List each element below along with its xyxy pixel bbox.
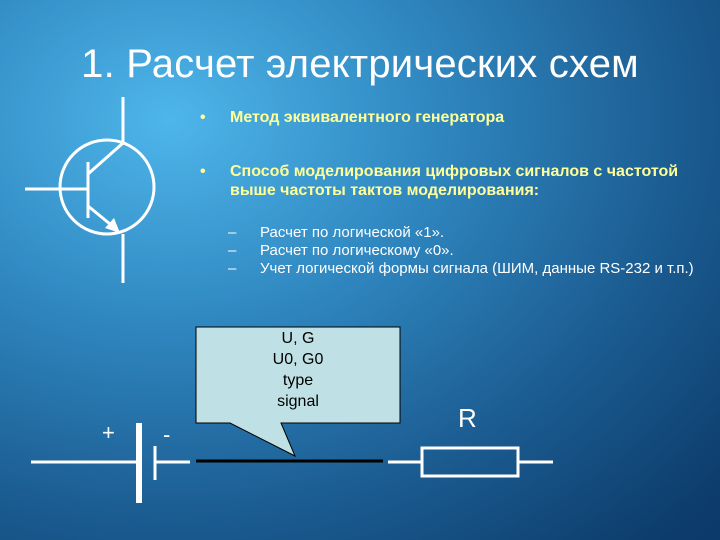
sub-bullet-marker: – [228, 260, 237, 277]
sub-bullet-text: Учет логической формы сигнала (ШИМ, данн… [260, 260, 694, 277]
bullet-item: • Способ моделирования цифровых сигналов… [200, 162, 690, 200]
bullet-marker: • [200, 109, 206, 126]
callout-text: U, G U0, G0 type signal [197, 328, 399, 412]
bullet-item: • Метод эквивалентного генератора [200, 108, 690, 127]
sub-bullet-text: Расчет по логической «1». [260, 224, 445, 241]
callout-box [195, 326, 401, 458]
callout-line: type [282, 372, 314, 389]
resistor-label: R [458, 403, 477, 433]
sub-bullet-item: – Расчет по логической «1». [228, 224, 708, 242]
bullet-marker: • [200, 163, 206, 180]
sub-bullet-marker: – [228, 242, 237, 259]
bullet-text: Способ моделирования цифровых сигналов с… [230, 163, 679, 199]
sub-bullet-item: – Расчет по логическому «0». [228, 242, 708, 260]
slide-title: 1. Расчет электрических схем [81, 42, 639, 86]
sub-bullet-marker: – [228, 224, 237, 241]
callout-line: U, G [281, 330, 315, 347]
callout-line: signal [277, 393, 319, 410]
battery-minus-label: - [163, 422, 171, 447]
resistor-icon [388, 446, 553, 478]
bullet-text: Метод эквивалентного генератора [230, 109, 505, 126]
sub-bullet-text: Расчет по логическому «0». [260, 242, 454, 259]
callout-line: U0, G0 [272, 351, 324, 368]
npn-transistor-icon [25, 97, 156, 283]
sub-bullet-item: – Учет логической формы сигнала (ШИМ, да… [228, 260, 708, 278]
battery-icon [31, 423, 190, 503]
battery-plus-label: + [102, 420, 115, 445]
sub-bullet-list: – Расчет по логической «1». – Расчет по … [228, 224, 708, 278]
